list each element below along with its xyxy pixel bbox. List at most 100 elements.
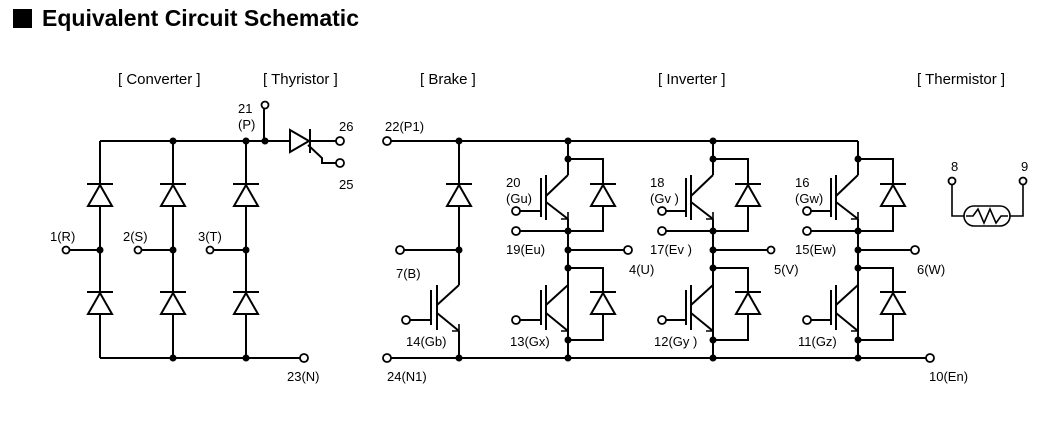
label-gw-number: 16 [795,175,809,190]
label-t: 3(T) [198,229,222,244]
terminal-ev[interactable] [657,226,667,236]
label-p-number: 21 [238,101,252,116]
thermistor-block: 8 9 [947,159,1028,227]
black-square-icon [13,9,32,28]
terminal-gz[interactable] [802,315,812,325]
section-thermistor: [ Thermistor ] [917,71,1005,88]
diode-icon [734,290,762,315]
igbt-icon [662,284,714,332]
junction-dot [564,336,572,344]
junction-dot [564,354,572,362]
terminal-n[interactable] [299,353,309,363]
section-thyristor: [ Thyristor ] [263,71,338,88]
igbt-icon [662,174,714,358]
diode-icon [159,182,187,207]
terminal-r[interactable] [61,245,71,255]
terminal-u[interactable] [623,245,633,255]
label-n: 23(N) [287,369,320,384]
brake-block: 22(P1) 24(N1) 7(B) 14(Gb) [382,119,900,384]
label-n1: 24(N1) [387,369,427,384]
inverter-leg-w: 16 (Gw) 15(Ew) 6(W) 11(Gz) 10(En) [795,141,968,384]
label-8: 8 [951,159,958,174]
junction-dot [455,354,463,362]
inverter-leg-u: 20 (Gu) 19(Eu) 4(U) 13(Gx) [506,137,654,362]
label-26: 26 [339,119,353,134]
terminal-n1[interactable] [382,353,392,363]
label-9: 9 [1021,159,1028,174]
label-s: 2(S) [123,229,148,244]
label-v: 5(V) [774,262,799,277]
terminal-s[interactable] [133,245,143,255]
label-gv-name: (Gv ) [650,191,679,206]
label-b: 7(B) [396,266,421,281]
terminal-w[interactable] [910,245,920,255]
junction-dot [96,246,104,254]
diode-icon [445,182,473,207]
terminal-t[interactable] [205,245,215,255]
terminal-8[interactable] [947,176,957,186]
terminal-p[interactable] [260,100,270,110]
terminal-eu[interactable] [511,226,521,236]
label-gw-name: (Gw) [795,191,823,206]
thyristor-icon [289,128,336,164]
junction-dot [169,137,177,145]
terminal-b[interactable] [395,245,405,255]
terminal-25[interactable] [335,158,345,168]
label-w: 6(W) [917,262,945,277]
junction-dot [854,336,862,344]
diode-icon [589,290,617,315]
terminal-gy[interactable] [657,315,667,325]
diode-icon [734,182,762,207]
label-u: 4(U) [629,262,654,277]
label-gy: 12(Gy ) [654,334,697,349]
igbt-icon [516,174,569,358]
diode-icon [879,290,907,315]
terminal-gu[interactable] [511,206,521,216]
igbt-icon [807,284,859,332]
section-brake: [ Brake ] [420,71,476,88]
junction-dot [242,137,250,145]
terminal-gw[interactable] [802,206,812,216]
diode-icon [86,290,114,315]
label-ev: 17(Ev ) [650,242,692,257]
label-eu: 19(Eu) [506,242,545,257]
thyristor-block: 21 (P) 26 25 [238,100,353,192]
section-converter: [ Converter ] [118,71,201,88]
terminal-p1[interactable] [382,136,392,146]
label-p1: 22(P1) [385,119,424,134]
label-gx: 13(Gx) [510,334,550,349]
terminal-26[interactable] [335,136,345,146]
thermistor-icon [963,205,1011,227]
terminal-gv[interactable] [657,206,667,216]
section-inverter: [ Inverter ] [658,71,726,88]
label-r: 1(R) [50,229,75,244]
diode-icon [232,182,260,207]
junction-dot [455,246,463,254]
page-title: Equivalent Circuit Schematic [42,5,359,31]
diode-icon [86,182,114,207]
label-en: 10(En) [929,369,968,384]
diode-icon [589,182,617,207]
terminal-v[interactable] [766,245,776,255]
diode-icon [159,290,187,315]
converter-bridge: 1(R) 2(S) 3(T) 23(N) [50,137,320,384]
junction-dot [709,336,717,344]
terminal-ew[interactable] [802,226,812,236]
label-25: 25 [339,177,353,192]
terminal-en[interactable] [925,353,935,363]
junction-dot [169,246,177,254]
terminal-9[interactable] [1018,176,1028,186]
label-gz: 11(Gz) [798,334,837,349]
terminal-gx[interactable] [511,315,521,325]
junction-dot [242,354,250,362]
junction-dot [709,354,717,362]
label-gu-name: (Gu) [506,191,532,206]
junction-dot [169,354,177,362]
terminal-gb[interactable] [401,315,411,325]
label-gv-number: 18 [650,175,664,190]
diode-icon [232,290,260,315]
igbt-icon [516,284,569,332]
junction-dot [242,246,250,254]
igbt-icon [406,284,460,358]
